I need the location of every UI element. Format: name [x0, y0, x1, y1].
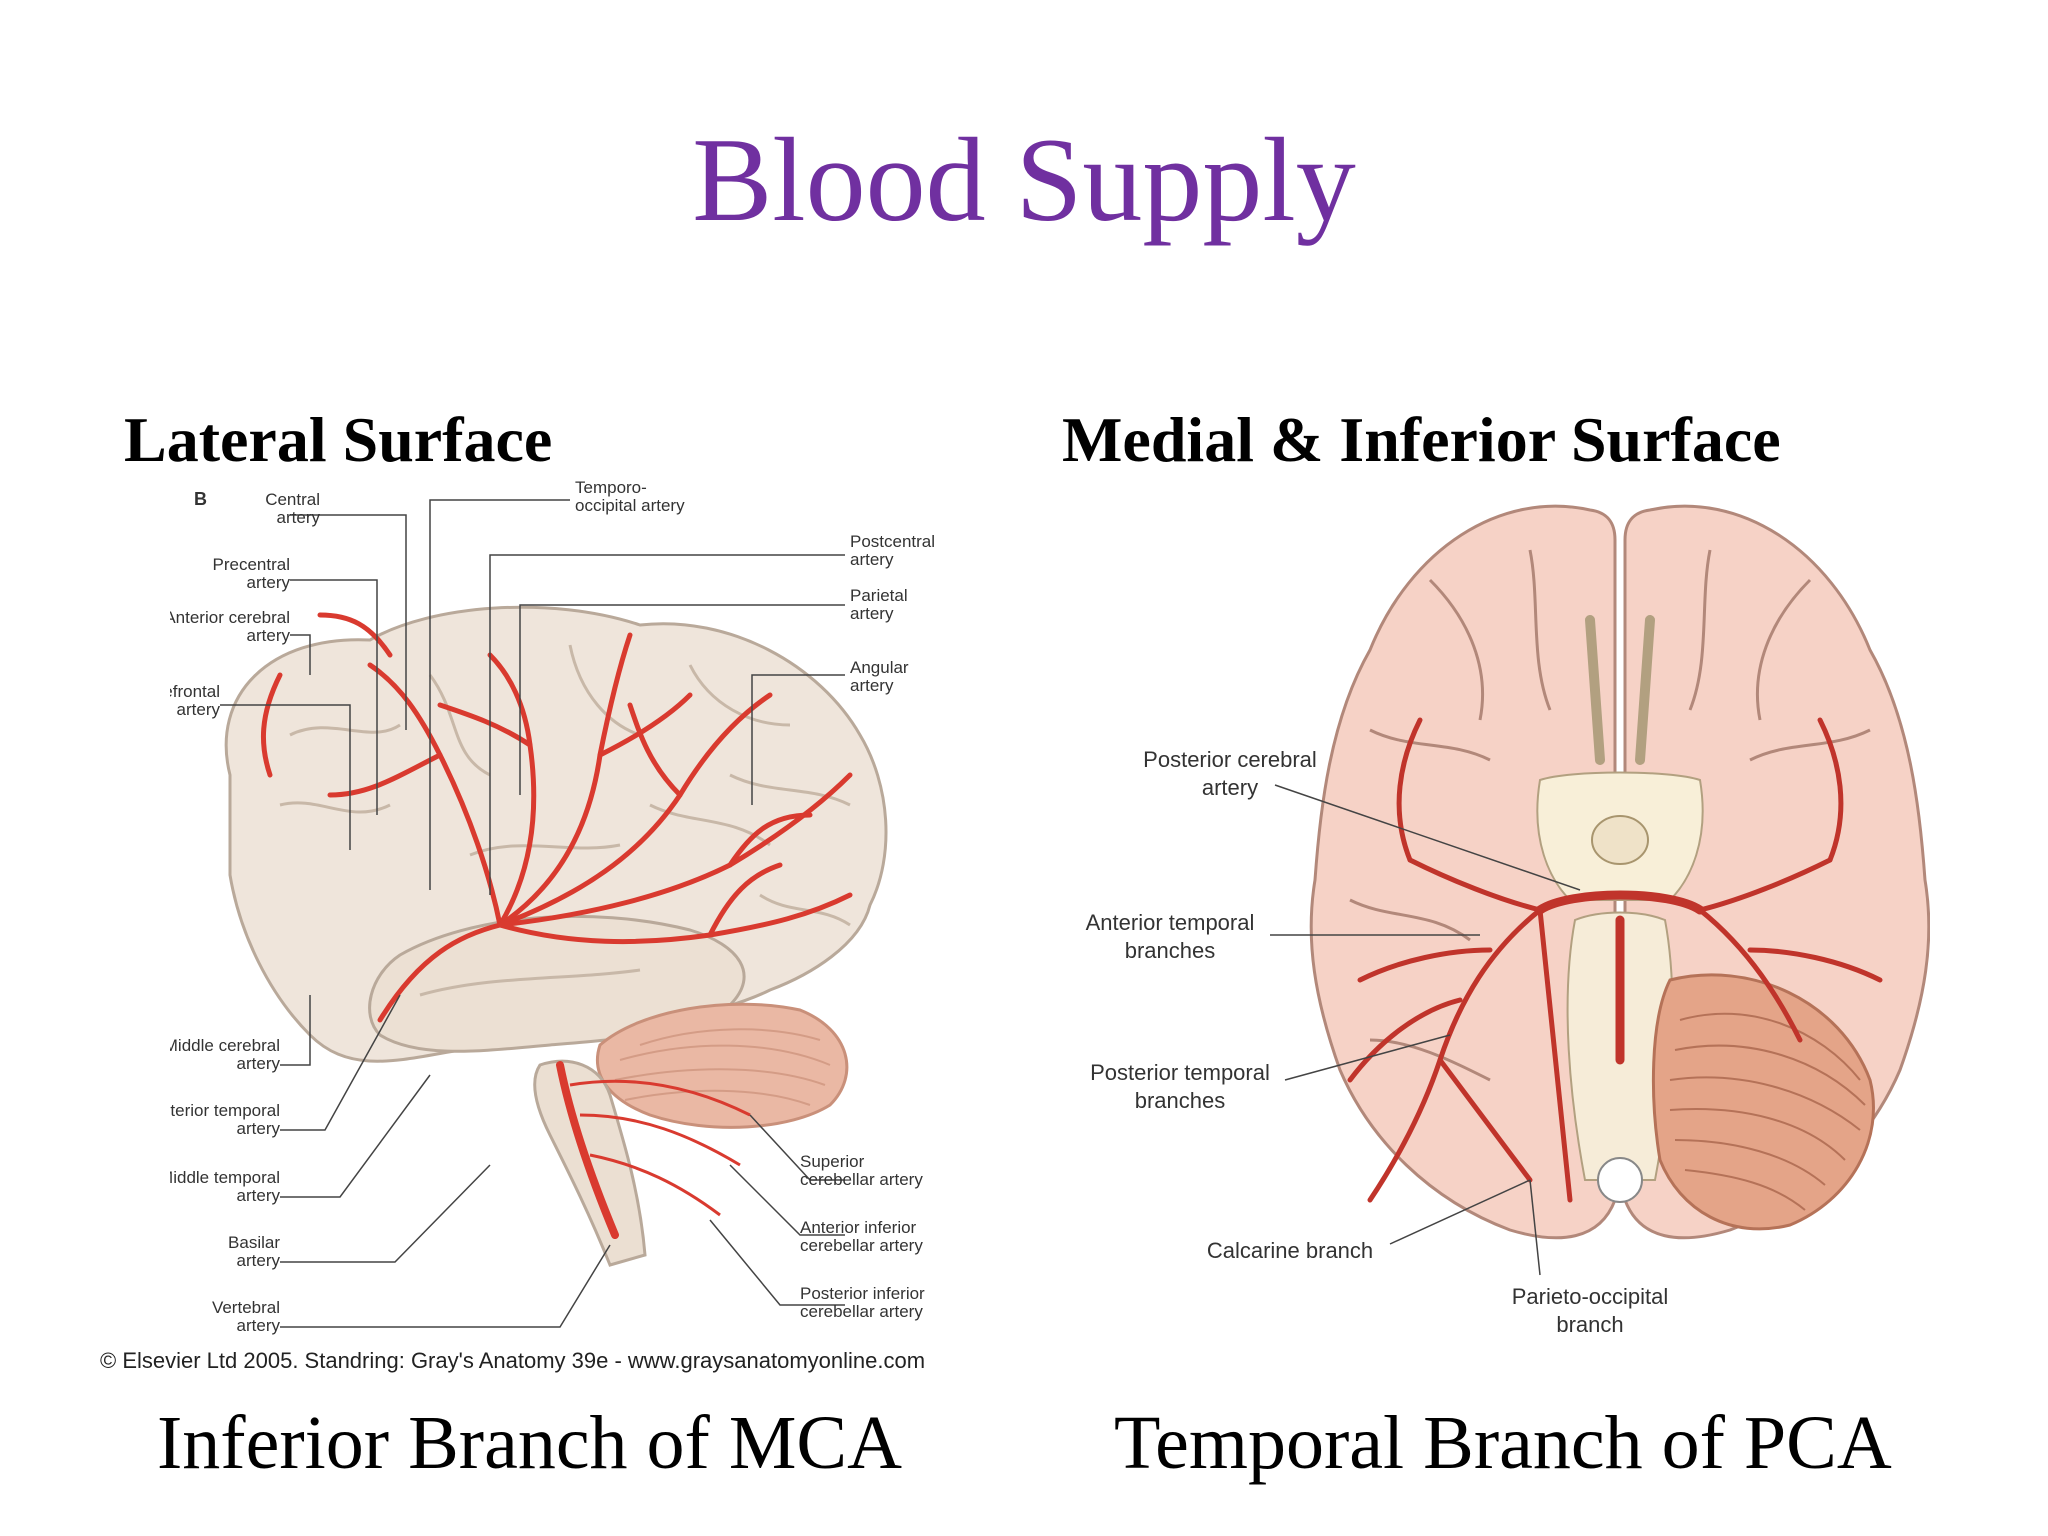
cerebellum-shape [595, 1002, 849, 1129]
label-superior-cerebellar-2: cerebellar artery [800, 1170, 923, 1189]
label-anterior-temporal-1: Anterior temporal [1086, 910, 1255, 935]
medial-inferior-surface-heading: Medial & Inferior Surface [1062, 404, 1781, 475]
slide-title: Blood Supply [692, 113, 1356, 246]
label-pica-1: Posterior inferior [800, 1284, 925, 1303]
left-hemisphere-shape [1309, 504, 1617, 1240]
cerebellum-shape [1651, 973, 1875, 1231]
label-prefrontal-1: Prefrontal [170, 682, 220, 701]
label-parieto-occipital-2: branch [1556, 1312, 1623, 1337]
label-superior-cerebellar-1: Superior [800, 1152, 865, 1171]
label-basilar-2: artery [237, 1251, 281, 1270]
label-calcarine: Calcarine branch [1207, 1238, 1373, 1263]
mca-branches [261, 612, 853, 1023]
label-temporo-occipital-1: Temporo- [575, 478, 647, 497]
pituitary-shape [1591, 815, 1649, 865]
label-anterior-temporal-2: artery [237, 1119, 281, 1138]
leader-lines [1270, 784, 1581, 1276]
label-vertebral-2: artery [237, 1316, 281, 1335]
label-central-1: Central [265, 490, 320, 509]
lateral-brain-figure: B [170, 475, 970, 1345]
label-temporo-occipital-2: occipital artery [575, 496, 685, 515]
label-anterior-cerebral-1: Anterior cerebral [170, 608, 290, 627]
label-posterior-temporal-2: branches [1135, 1088, 1226, 1113]
label-prefrontal-2: artery [177, 700, 221, 719]
label-middle-cerebral-2: artery [237, 1054, 281, 1073]
label-middle-temporal-1: Middle temporal [170, 1168, 280, 1187]
label-posterior-temporal-1: Posterior temporal [1090, 1060, 1270, 1085]
label-parietal-1: Parietal [850, 586, 908, 605]
label-precentral-1: Precentral [213, 555, 290, 574]
label-vertebral-1: Vertebral [212, 1298, 280, 1317]
label-postcentral-1: Postcentral [850, 532, 935, 551]
left-caption: Inferior Branch of MCA [157, 1401, 903, 1485]
right-caption: Temporal Branch of PCA [1114, 1401, 1892, 1485]
figure-letter: B [194, 489, 207, 509]
spinal-cord-section [1597, 1157, 1643, 1203]
label-parietal-2: artery [850, 604, 894, 623]
label-postcentral-2: artery [850, 550, 894, 569]
cerebellum-folia [1669, 1012, 1866, 1211]
olfactory-tracts [1585, 615, 1655, 765]
leader-lines [220, 499, 845, 1328]
label-posterior-cerebral-2: artery [1202, 775, 1258, 800]
label-anterior-temporal-2: branches [1125, 938, 1216, 963]
basilar-vertebral [556, 1061, 619, 1239]
label-posterior-cerebral-1: Posterior cerebral [1143, 747, 1317, 772]
label-anterior-temporal-1: Anterior temporal [170, 1101, 280, 1120]
lateral-surface-heading: Lateral Surface [124, 404, 553, 475]
label-precentral-2: artery [247, 573, 291, 592]
label-middle-temporal-2: artery [237, 1186, 281, 1205]
label-parieto-occipital-1: Parieto-occipital [1512, 1284, 1669, 1309]
label-aica-2: cerebellar artery [800, 1236, 923, 1255]
label-middle-cerebral-1: Middle cerebral [170, 1036, 280, 1055]
cerebellum-folia [614, 1028, 831, 1106]
label-central-2: artery [277, 508, 321, 527]
label-anterior-cerebral-2: artery [247, 626, 291, 645]
inferior-brain-figure: Posterior cerebral artery Anterior tempo… [1070, 480, 1930, 1360]
label-pica-2: cerebellar artery [800, 1302, 923, 1321]
pca-branches [1347, 717, 1883, 1203]
label-basilar-1: Basilar [228, 1233, 280, 1252]
label-aica-1: Anterior inferior [800, 1218, 917, 1237]
label-angular-2: artery [850, 676, 894, 695]
gyri-lines [279, 644, 851, 997]
cerebellar-arteries [569, 1079, 751, 1217]
label-angular-1: Angular [850, 658, 909, 677]
figure-credit: © Elsevier Ltd 2005. Standring: Gray's A… [100, 1348, 926, 1373]
circle-of-willis [1535, 890, 1705, 1065]
